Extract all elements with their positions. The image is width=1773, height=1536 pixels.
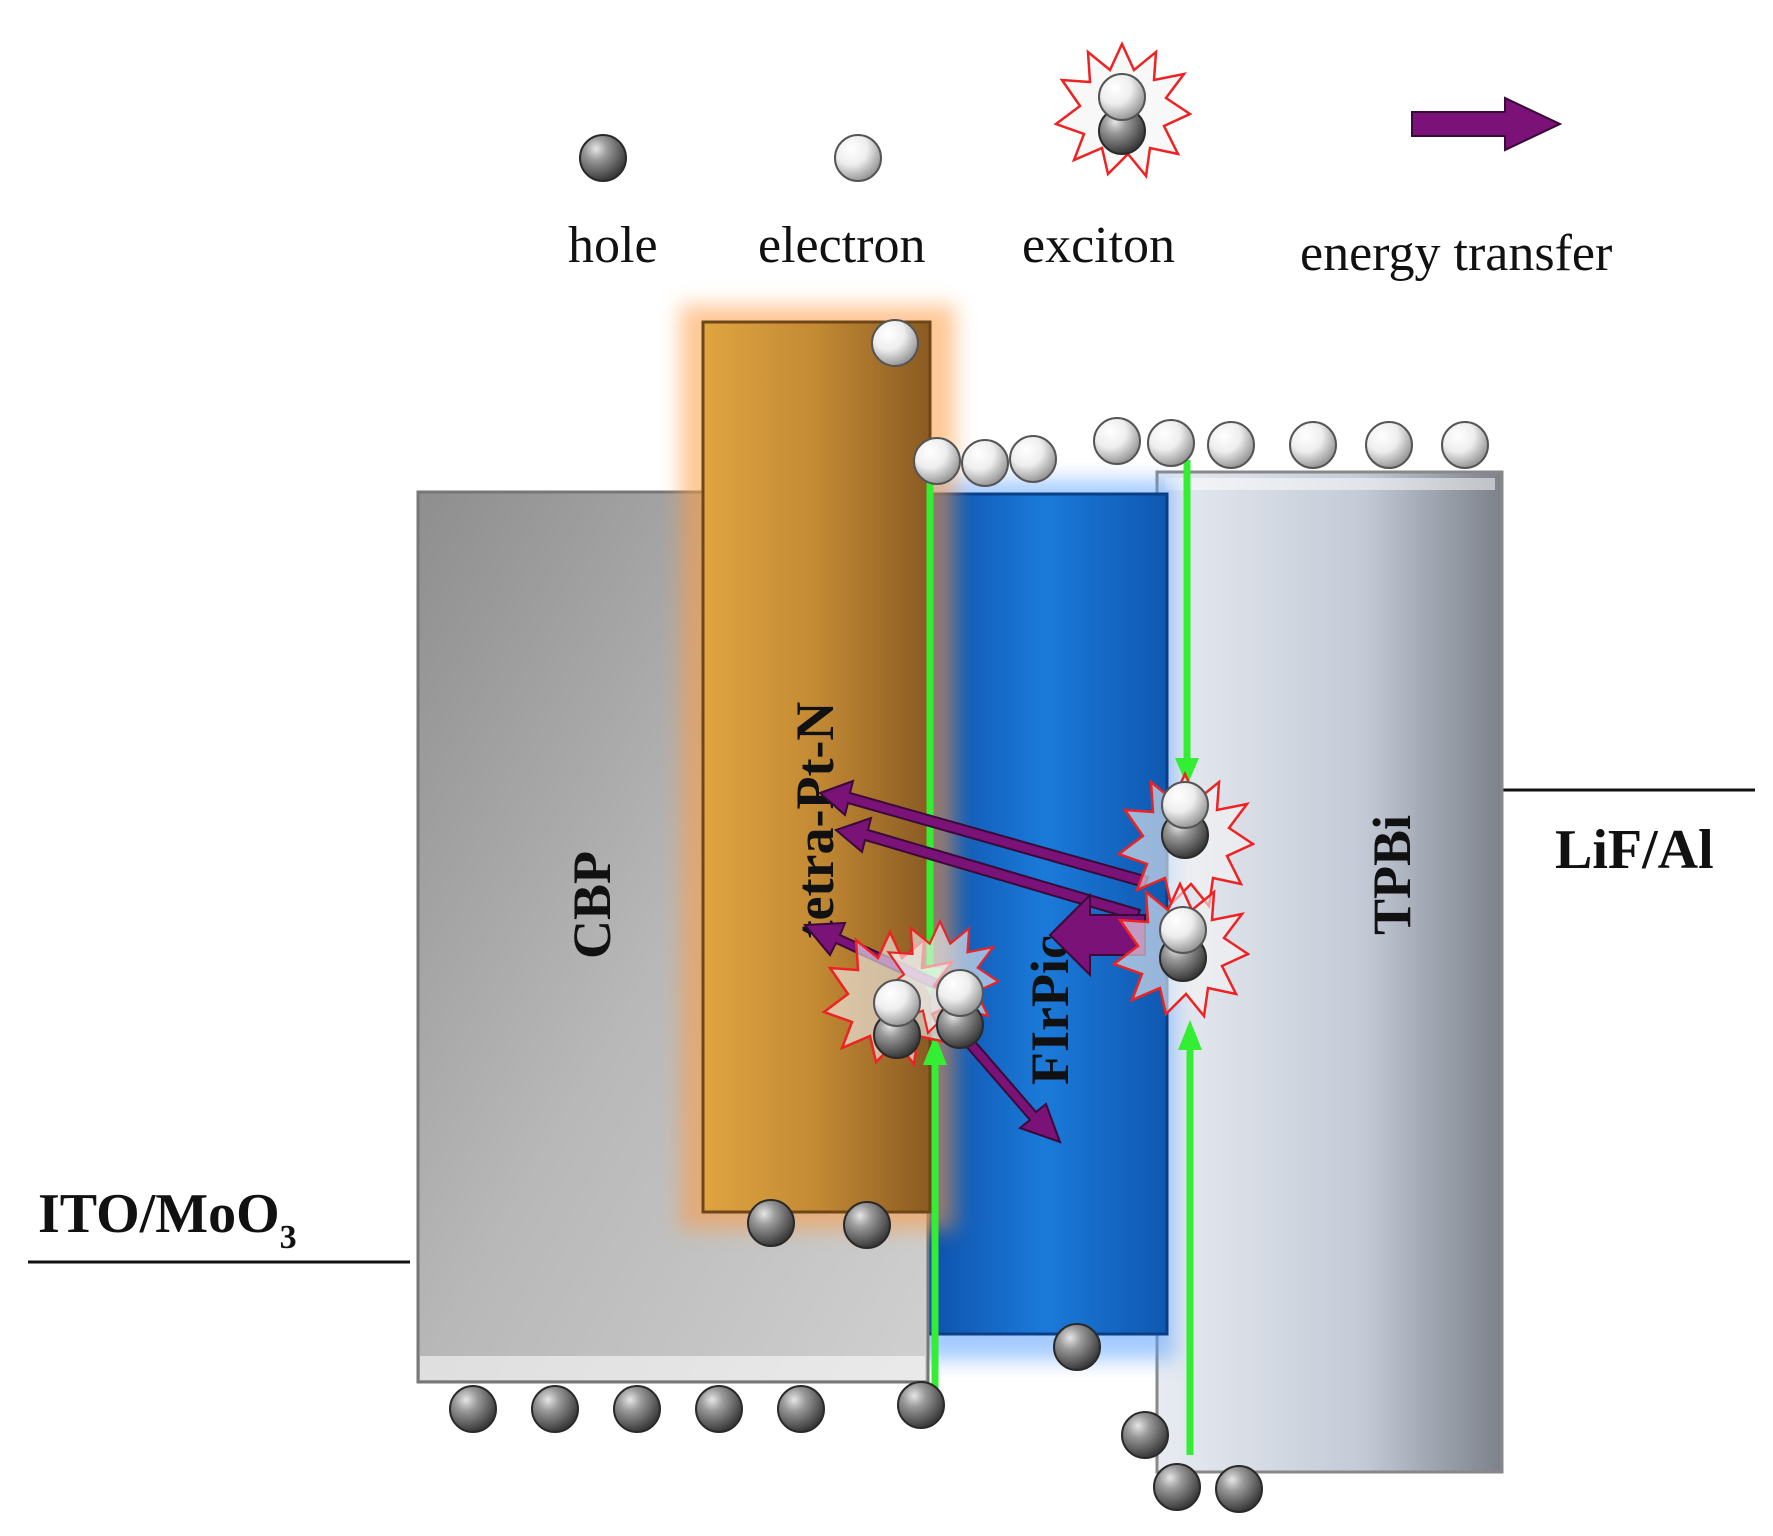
energy-transfer-arrow-upper <box>818 779 1150 889</box>
cbp-label: CBP <box>562 851 622 959</box>
hole-sphere-icon <box>843 1201 891 1249</box>
hole-sphere-icon <box>897 1381 945 1429</box>
electron-sphere-icon <box>1207 421 1255 469</box>
electron-sphere-icon <box>961 439 1009 487</box>
legend-exciton-label: exciton <box>1022 217 1175 274</box>
tetra-pt-n-label: tetra-Pt-N <box>785 702 845 939</box>
hole-sphere-icon <box>1153 1463 1201 1511</box>
legend-energy-transfer-label: energy transfer <box>1300 225 1612 282</box>
hole-sphere-icon <box>531 1385 579 1433</box>
electron-sphere-icon <box>1159 906 1207 954</box>
electron-sphere-icon <box>1289 421 1337 469</box>
arrowhead-up-icon <box>1178 1020 1202 1050</box>
hole-sphere-icon <box>777 1385 825 1433</box>
tpbi-label: TPBi <box>1362 815 1422 935</box>
electron-sphere-icon <box>1161 781 1209 829</box>
anode-label: ITO/MoO3 <box>38 1183 297 1256</box>
electron-sphere-icon <box>1147 419 1195 467</box>
electron-sphere-icon <box>871 319 919 367</box>
firpic-label: FIrPic <box>1020 935 1080 1085</box>
electron-sphere-icon <box>1365 421 1413 469</box>
electron-sphere-icon <box>1441 421 1489 469</box>
legend-electron-icon <box>834 134 882 182</box>
hole-sphere-icon <box>695 1385 743 1433</box>
legend-energy-transfer-icon <box>1411 96 1563 152</box>
arrowhead-up-icon <box>923 1035 947 1065</box>
legend-exciton-icon <box>1054 42 1192 178</box>
legend-hole-label: hole <box>568 217 658 274</box>
legend-electron-label: electron <box>758 217 925 274</box>
energy-transfer-arrows <box>802 779 1150 1144</box>
hole-sphere-icon <box>1121 1411 1169 1459</box>
electron-sphere-icon <box>936 969 984 1017</box>
electron-sphere-icon <box>873 979 921 1027</box>
electron-sphere-icon <box>1093 417 1141 465</box>
hole-sphere-icon <box>1053 1323 1101 1371</box>
hole-sphere-icon <box>747 1199 795 1247</box>
layer-tetra-pt-n <box>680 305 955 1230</box>
electrons <box>871 319 1489 487</box>
hole-sphere-icon <box>613 1385 661 1433</box>
arrowhead-down-icon <box>1175 758 1199 786</box>
legend: hole electron exciton energy transfer <box>568 42 1612 282</box>
electron-sphere-icon <box>913 437 961 485</box>
hole-sphere-icon <box>1215 1465 1263 1513</box>
electron-sphere-icon <box>1009 435 1057 483</box>
legend-hole-icon <box>579 134 627 182</box>
charge-transport-arrows <box>918 460 1202 1455</box>
hole-sphere-icon <box>449 1385 497 1433</box>
cathode-label: LiF/Al <box>1555 819 1714 881</box>
